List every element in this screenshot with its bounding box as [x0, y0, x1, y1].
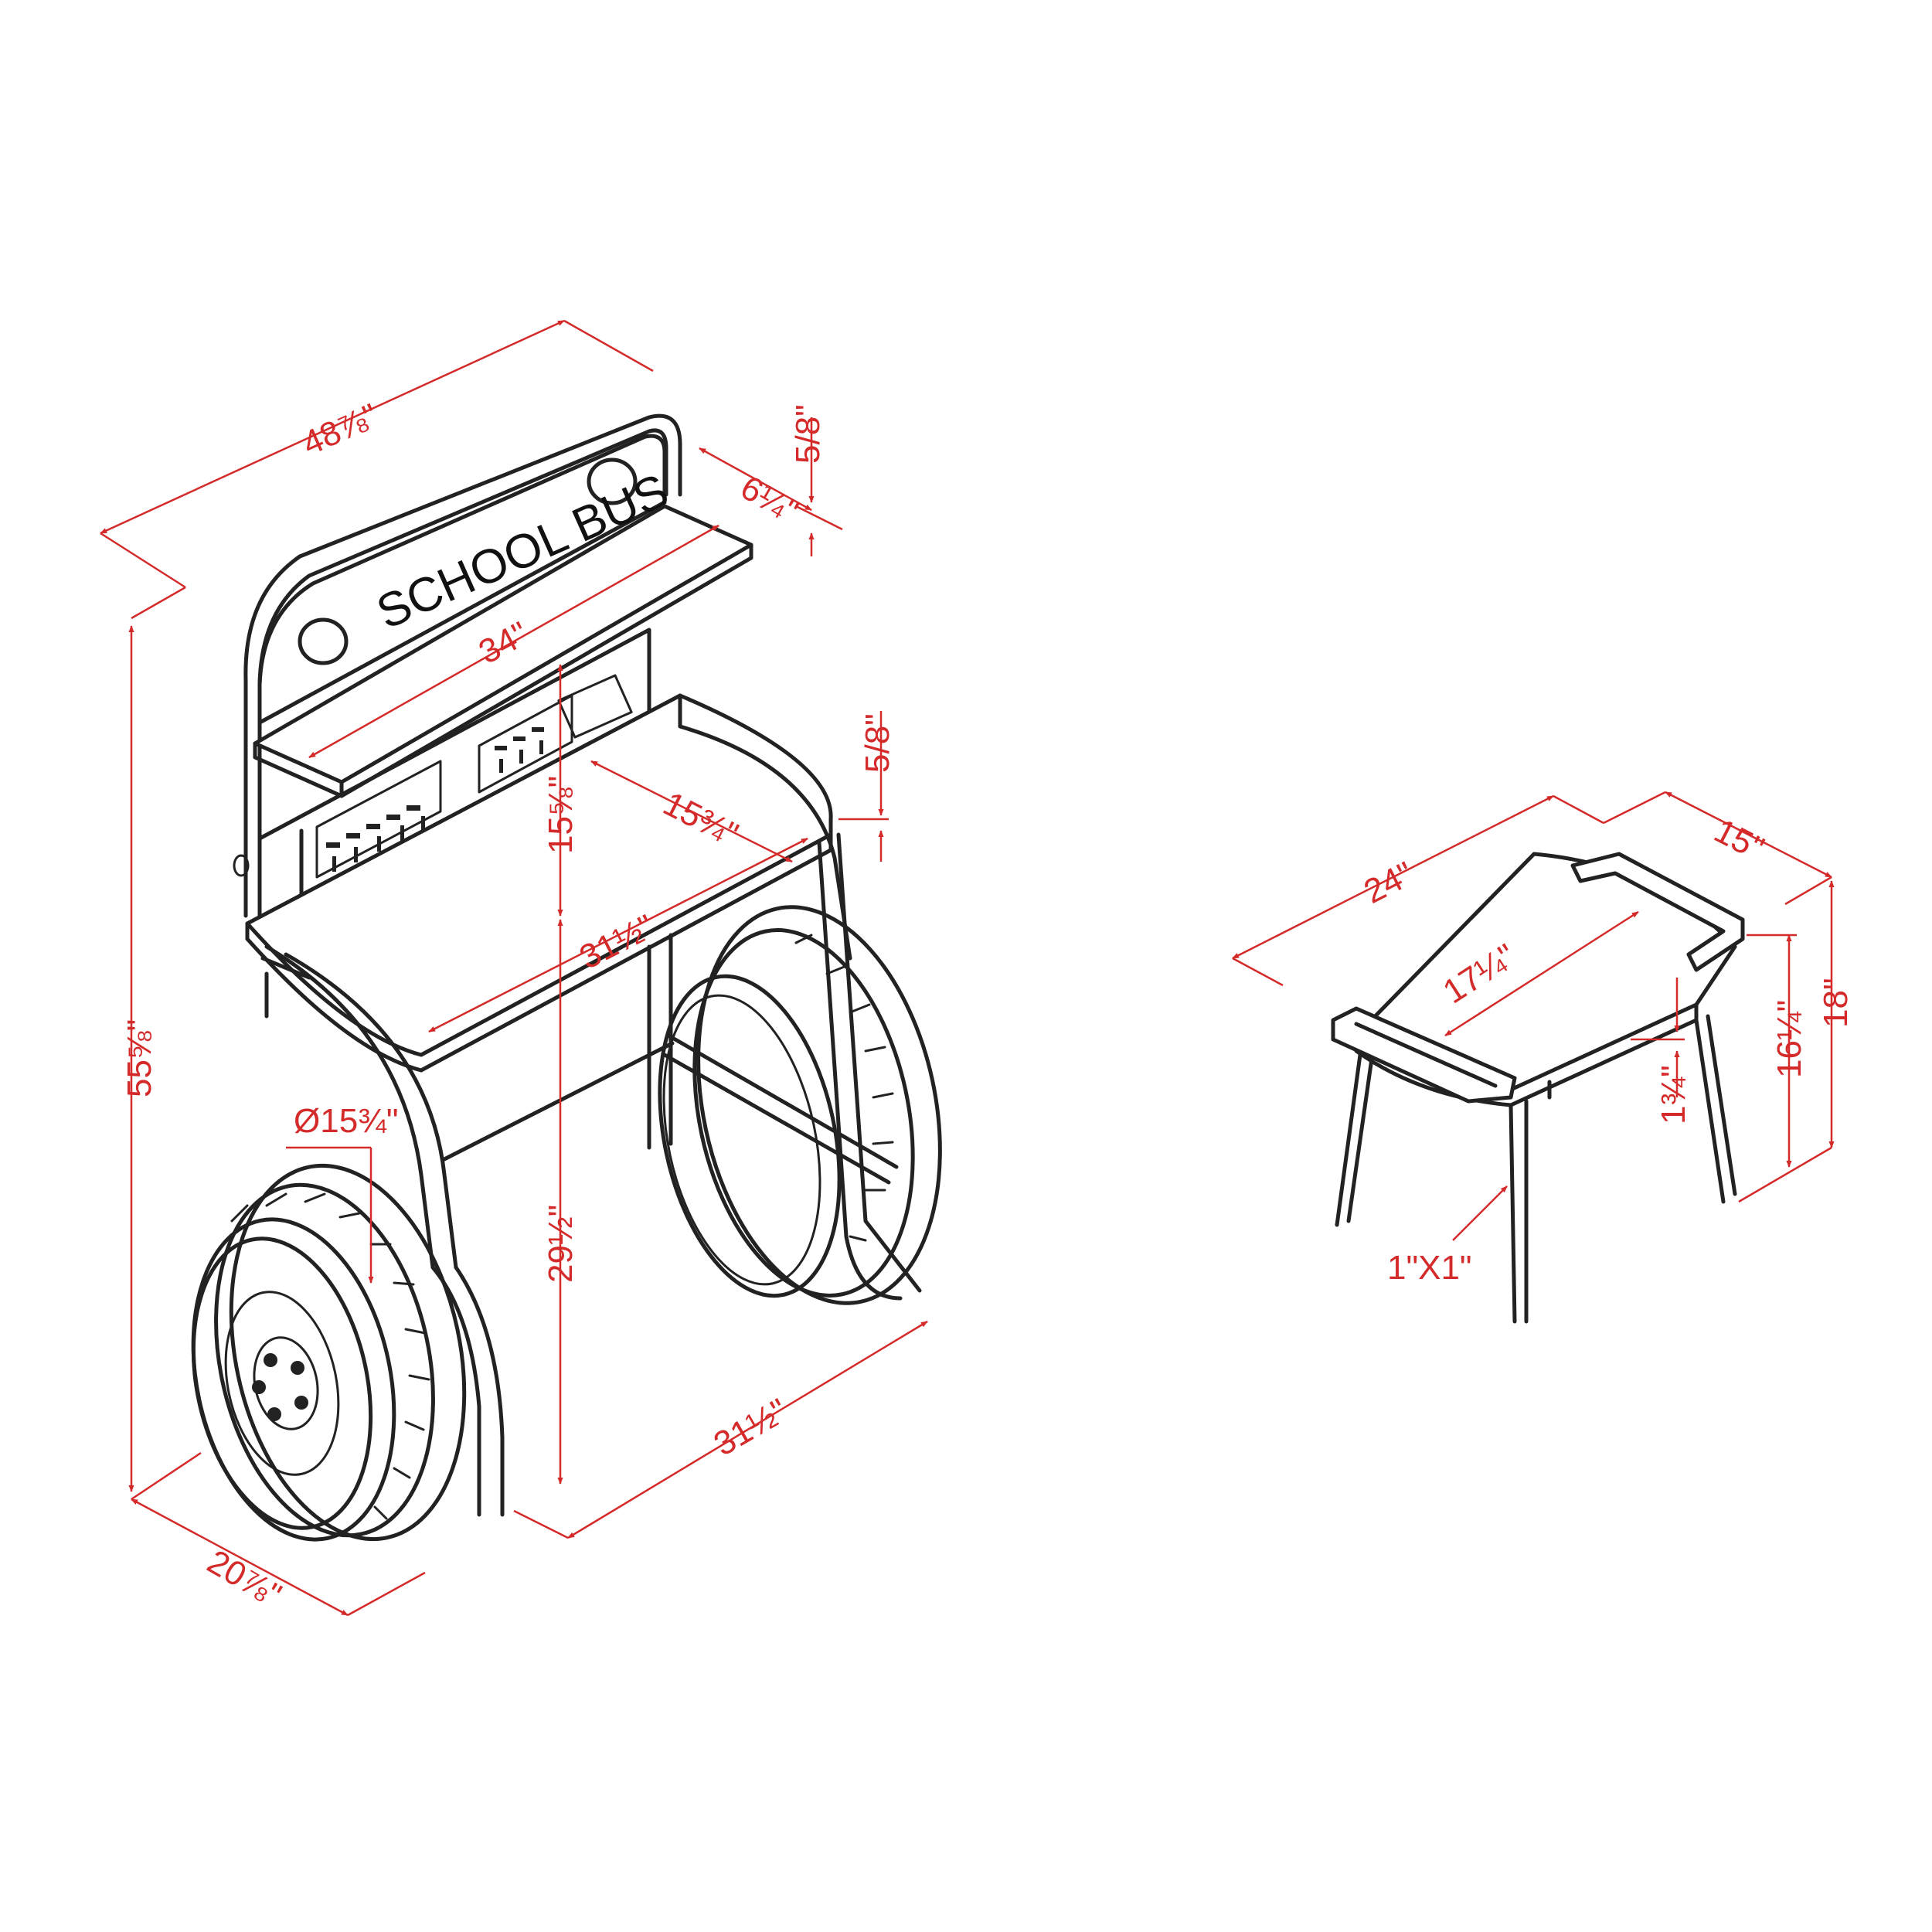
chair-leg-size-label: 1"X1": [1387, 1249, 1472, 1287]
desk-height-label: 29½": [542, 1205, 580, 1283]
desk-base-width-label: 31½": [708, 1392, 794, 1464]
desk-illustration: SCHOOL BUS: [191, 413, 942, 1542]
desk-hutch-shelf-depth-label: 6¼": [734, 468, 804, 531]
desk-hutch-shelf-thickness-label: 5/8": [789, 404, 827, 464]
vent-pattern-left: [326, 805, 425, 872]
desk-wheel-diameter-label: Ø15¾": [294, 1102, 398, 1140]
desk-overall-width-label: 48⅞": [297, 396, 383, 463]
chair-seat-depth-label: 15": [1708, 811, 1770, 868]
chair-seat-thickness-label: 1¾": [1655, 1065, 1692, 1124]
chair-overall-height-label: 18": [1817, 978, 1855, 1028]
desk-top-thickness-label: 5/8": [859, 713, 896, 773]
desk-hutch-height-label: 15⅝": [542, 776, 580, 854]
chair-seat-width-label: 24": [1358, 855, 1420, 911]
desk-overall-height-label: 55⅝": [121, 1019, 158, 1097]
desk-overall-depth-label: 20⅞": [201, 1543, 287, 1614]
chair-seat-height-label: 16¼": [1770, 1000, 1808, 1078]
back-wheel: [658, 905, 942, 1305]
